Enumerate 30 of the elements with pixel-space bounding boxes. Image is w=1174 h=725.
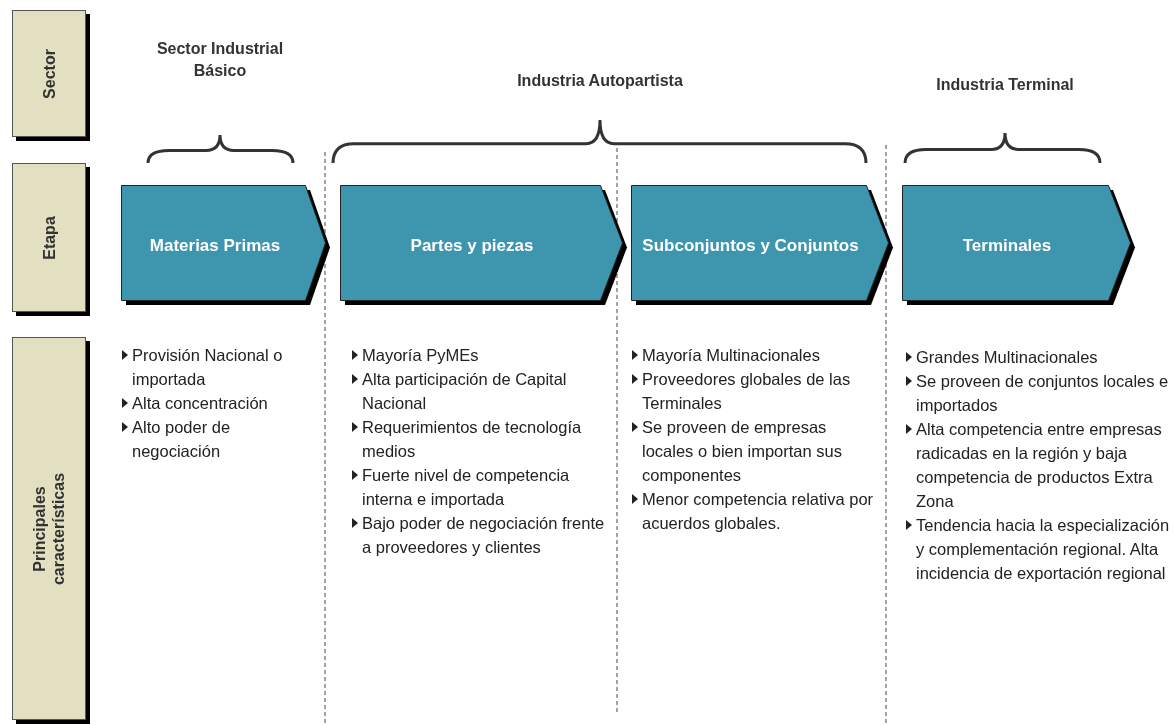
stage-label: Subconjuntos y Conjuntos <box>641 234 860 257</box>
sector-heading: Industria Terminal <box>935 75 1075 95</box>
stage-label: Partes y piezas <box>409 234 535 257</box>
chevron-shape <box>121 185 331 306</box>
characteristic-item: Bajo poder de negociación frente a proveedores y clientes <box>362 513 606 558</box>
stage-label: Terminales <box>961 234 1053 257</box>
characteristic-item: Se proveen de empresas locales o bien importan sus componentes <box>642 417 843 486</box>
characteristic-item: Alta participación de Capital Nacional <box>362 369 568 414</box>
row-header-label: Sector <box>39 48 59 99</box>
characteristic-item: Mayoría Multinacionales <box>642 345 820 366</box>
characteristic-item: Requerimientos de tecnología medios <box>362 417 583 462</box>
chevron-shape <box>340 185 628 306</box>
characteristic-item: Alta competencia entre empresas radicadas en la región y baja competencia de productos Extra Zona <box>916 419 1163 512</box>
characteristic-item: Proveedores globales de las Terminales <box>642 369 852 414</box>
stage-label: Materias Primas <box>148 234 282 257</box>
sector-heading: Sector Industrial Básico <box>155 39 285 81</box>
row-header-label: Etapa <box>39 215 59 260</box>
characteristic-item: Provisión Nacional o importada <box>132 345 284 390</box>
characteristic-item: Fuerte nivel de competencia interna e importada <box>362 465 571 510</box>
characteristic-item: Alto poder de negociación <box>132 417 232 462</box>
characteristic-item: Tendencia hacia la especialización y complementación regional. Alta incidencia de exportación regional <box>916 515 1171 584</box>
characteristic-item: Se proveen de conjuntos locales e importados <box>916 371 1170 416</box>
characteristic-item: Alta concentración <box>132 393 268 414</box>
characteristic-item: Menor competencia relativa por acuerdos globales. <box>642 489 875 534</box>
chevron-shape <box>631 185 894 306</box>
characteristic-item: Mayoría PyMEs <box>362 345 479 366</box>
chevron-shape <box>902 185 1136 306</box>
row-header-label: Principales características <box>30 471 68 587</box>
characteristic-item: Grandes Multinacionales <box>916 347 1098 368</box>
sector-heading: Industria Autopartista <box>516 71 684 91</box>
